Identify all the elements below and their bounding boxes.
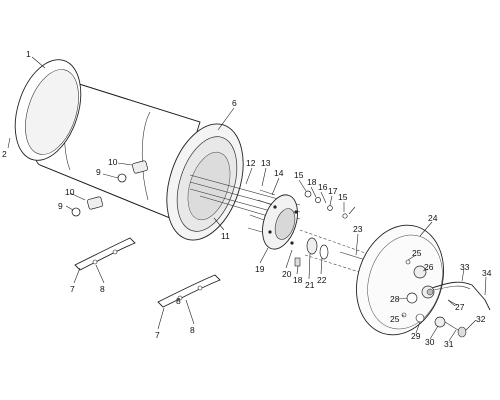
callout-19: 19 [255,264,265,274]
callout-labels: 1 2 6 7 7 8 8 8 9 9 10 10 11 12 13 14 15… [2,49,492,349]
callout-9-lower: 9 [58,201,63,211]
callout-9-upper: 9 [96,167,101,177]
flange-bolts [247,189,276,233]
callout-10-lower: 10 [65,187,75,197]
rear-cover [356,224,444,336]
callout-8-lower: 8 [190,325,195,335]
callout-7-lower: 7 [155,330,160,340]
callout-25-upper: 25 [412,248,422,258]
inlet-fittings [71,160,148,217]
callout-20: 20 [282,269,292,279]
callout-13: 13 [261,158,271,168]
leader-lines [7,56,487,342]
callout-10-upper: 10 [108,157,118,167]
small-fittings [294,190,386,281]
callout-11: 11 [221,231,230,241]
callout-18-upper: 18 [307,177,317,187]
callout-1: 1 [26,49,31,59]
thermostat-controls [406,265,467,338]
callout-23: 23 [353,224,363,234]
callout-2: 2 [2,149,7,159]
callout-8-upper: 8 [100,284,105,294]
callout-14: 14 [274,168,284,178]
callout-27: 27 [455,302,465,312]
callout-26: 26 [424,262,434,272]
callout-32: 32 [476,314,486,324]
callout-8-middle: 8 [176,296,181,306]
callout-15-left: 15 [294,170,304,180]
callout-17: 17 [328,186,338,196]
callout-31: 31 [444,339,454,349]
flange-plate [262,194,298,250]
mounting-brackets [74,237,221,308]
callout-6: 6 [232,98,237,108]
power-cable [431,281,491,311]
callout-22: 22 [317,275,327,285]
callout-30: 30 [425,337,435,347]
front-cover [14,59,82,161]
callout-16: 16 [318,182,328,192]
callout-18-lower: 18 [293,275,303,285]
callout-12: 12 [246,158,256,168]
callout-7-upper: 7 [70,284,75,294]
callout-29: 29 [411,331,421,341]
callout-33: 33 [460,262,470,272]
callout-28: 28 [390,294,400,304]
callout-24: 24 [428,213,438,223]
callout-25-lower: 25 [390,314,400,324]
callout-34: 34 [482,268,492,278]
callout-15-right: 15 [338,192,348,202]
callout-21: 21 [305,280,315,290]
